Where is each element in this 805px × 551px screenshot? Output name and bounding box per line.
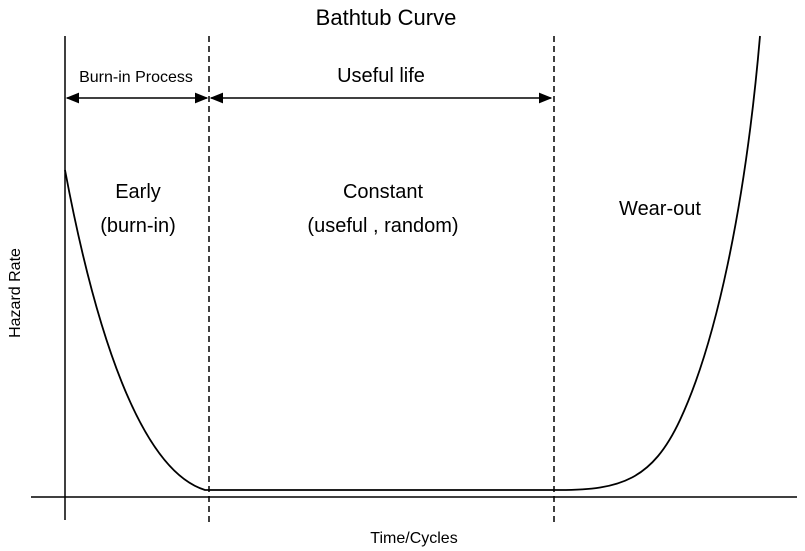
y-axis-label: Hazard Rate [7,248,24,338]
early-region-label: Early [115,181,161,203]
burn-in-span-label: Burn-in Process [79,69,193,86]
useful-life-span-label: Useful life [337,65,425,87]
diagram-title: Bathtub Curve [316,5,457,30]
constant-region-label: Constant [343,181,423,203]
constant-region-sublabel: (useful , random) [307,215,458,237]
early-region-sublabel: (burn-in) [100,215,176,237]
x-axis-label: Time/Cycles [370,530,457,547]
hazard-rate-curve [64,35,761,491]
wear-out-region-label: Wear-out [619,198,701,220]
